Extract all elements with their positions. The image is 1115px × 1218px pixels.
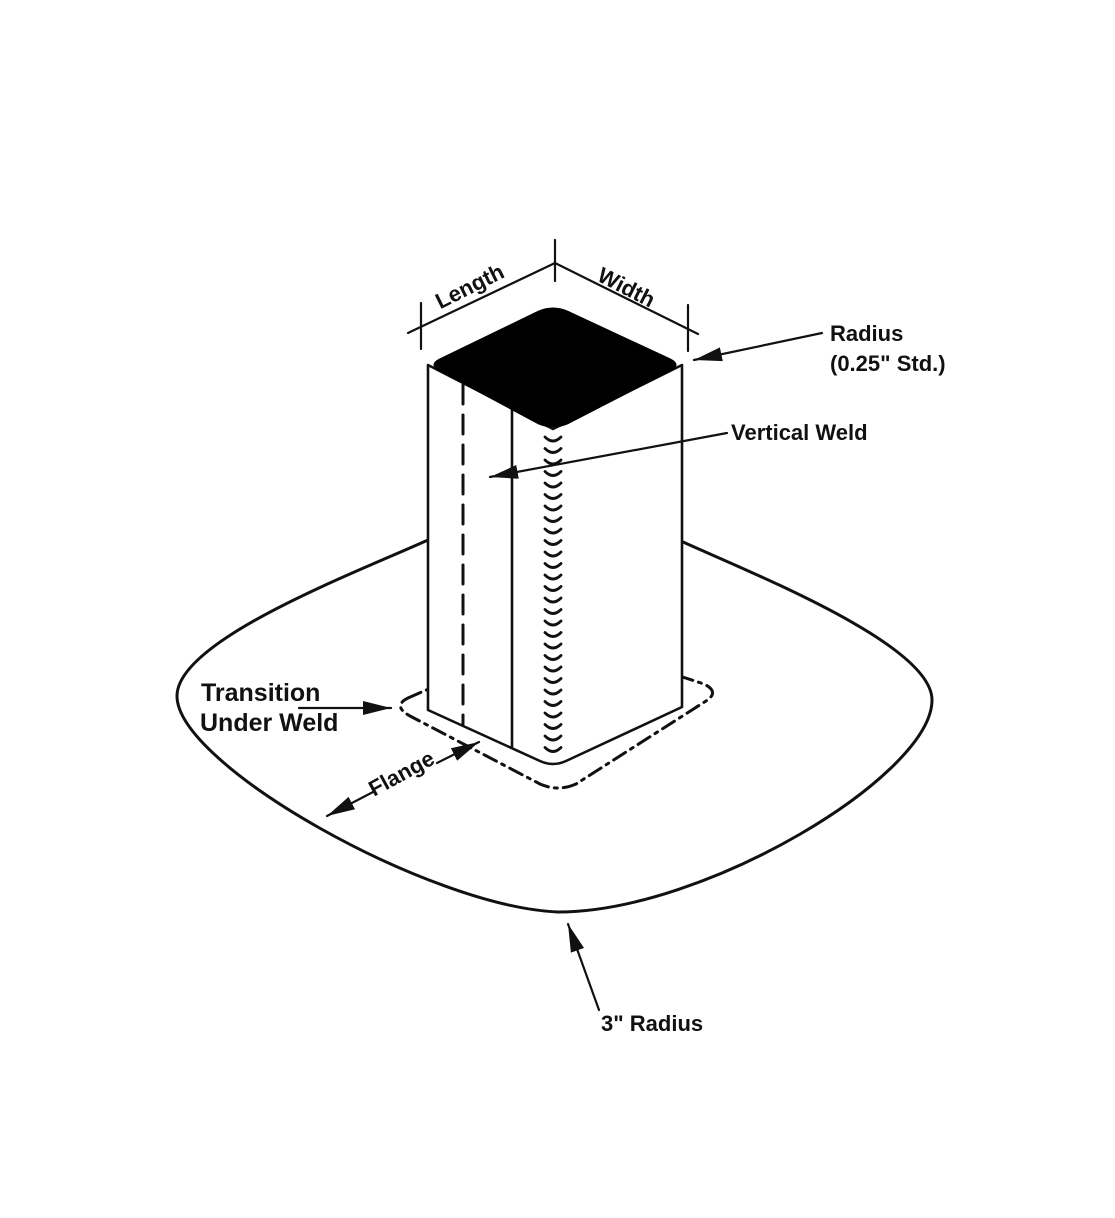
length-dimension-line bbox=[406, 261, 557, 335]
transition-label-line2: Under Weld bbox=[200, 709, 338, 737]
flange-label: Flange bbox=[364, 746, 438, 802]
radius-label-line2: (0.25" Std.) bbox=[830, 351, 946, 376]
flange-leader-arrow-outer bbox=[325, 790, 375, 818]
length-label: Length bbox=[431, 259, 508, 314]
width-label: Width bbox=[594, 262, 660, 312]
corner-radius-label: 3" Radius bbox=[601, 1011, 703, 1036]
radius-label-line1: Radius bbox=[830, 321, 903, 346]
vertical-weld-label: Vertical Weld bbox=[731, 420, 868, 445]
vertical-weld-leader-arrow bbox=[488, 431, 729, 479]
flange-leader-arrow-inner bbox=[435, 740, 481, 765]
radius-leader-arrow bbox=[692, 331, 824, 362]
corner-radius-leader-arrow bbox=[566, 922, 601, 1012]
vertical-weld-seam bbox=[543, 435, 563, 753]
flange-outline bbox=[175, 538, 934, 914]
width-dimension-line bbox=[553, 261, 700, 336]
duct-body bbox=[426, 363, 684, 766]
duct-top-face bbox=[433, 307, 677, 428]
transition-label-line1: Transition bbox=[201, 679, 320, 707]
